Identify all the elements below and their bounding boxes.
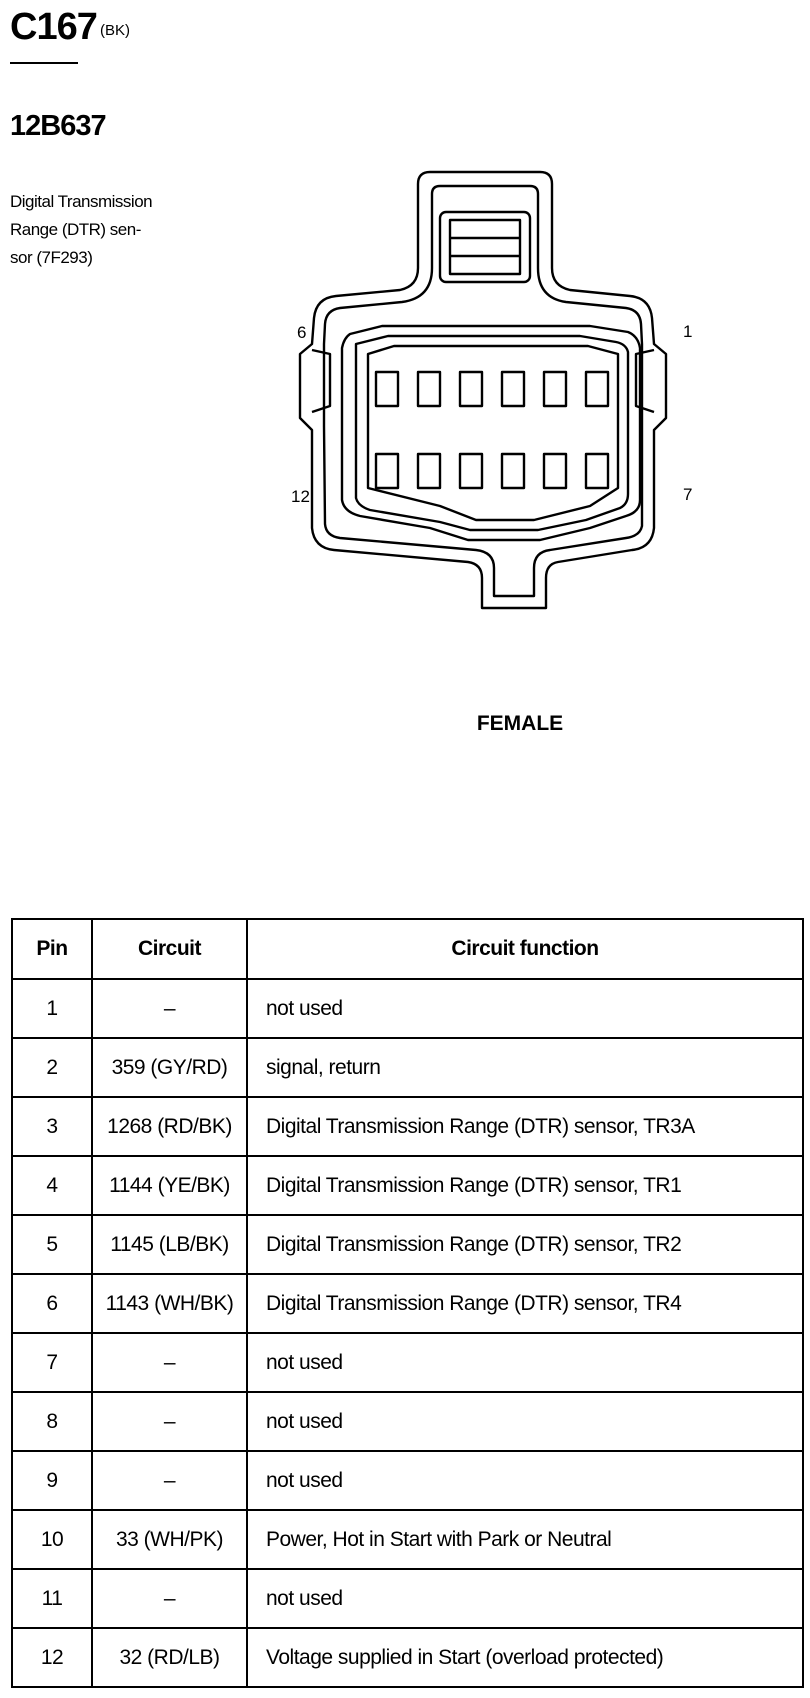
function-cell: signal, return xyxy=(246,1037,804,1098)
circuit-cell: – xyxy=(91,1568,248,1629)
table-row: 7–not used xyxy=(11,1332,804,1393)
inner-body-outer xyxy=(340,324,642,542)
pin-cavity xyxy=(458,452,484,490)
pin-label-7: 7 xyxy=(683,485,693,504)
circuit-cell: – xyxy=(91,1332,248,1393)
pin-label-6: 6 xyxy=(297,323,307,342)
function-cell: not used xyxy=(246,978,804,1039)
cavity-face xyxy=(366,344,620,522)
function-cell: Digital Transmission Range (DTR) sensor,… xyxy=(246,1214,804,1275)
circuit-cell: 1143 (WH/BK) xyxy=(91,1273,248,1334)
table-row: 9–not used xyxy=(11,1450,804,1511)
function-cell: Digital Transmission Range (DTR) sensor,… xyxy=(246,1096,804,1157)
pin-cell: 4 xyxy=(11,1155,93,1216)
description-line: Digital Transmission xyxy=(10,192,153,211)
column-header-function: Circuit function xyxy=(246,918,804,980)
connector-color-code: (BK) xyxy=(100,22,130,39)
circuit-cell: – xyxy=(91,978,248,1039)
component-description: Digital Transmission Range (DTR) sen- so… xyxy=(10,188,180,272)
description-line: sor (7F293) xyxy=(10,248,93,267)
pin-cell: 11 xyxy=(11,1568,93,1629)
table-row: 11–not used xyxy=(11,1568,804,1629)
description-line: Range (DTR) sen- xyxy=(10,220,141,239)
pin-cavity xyxy=(416,452,442,490)
pin-label-12: 12 xyxy=(291,487,310,506)
table-row: 8–not used xyxy=(11,1391,804,1452)
pin-cell: 10 xyxy=(11,1509,93,1570)
circuit-cell: 1144 (YE/BK) xyxy=(91,1155,248,1216)
table-header-row: Pin Circuit Circuit function xyxy=(11,918,804,980)
housing-outline xyxy=(298,170,668,610)
function-cell: not used xyxy=(246,1568,804,1629)
pin-cell: 7 xyxy=(11,1332,93,1393)
pin-cell: 1 xyxy=(11,978,93,1039)
pin-cavity xyxy=(500,370,526,408)
circuit-cell: 33 (WH/PK) xyxy=(91,1509,248,1570)
pin-cavity xyxy=(458,370,484,408)
connector-face-diagram xyxy=(298,170,668,610)
circuit-cell: 1145 (LB/BK) xyxy=(91,1214,248,1275)
function-cell: not used xyxy=(246,1332,804,1393)
pin-cell: 3 xyxy=(11,1096,93,1157)
pin-cavity xyxy=(584,452,610,490)
function-cell: Voltage supplied in Start (overload prot… xyxy=(246,1627,804,1688)
connector-id: C167 xyxy=(10,6,98,48)
latch-window xyxy=(448,218,522,276)
circuit-cell: 32 (RD/LB) xyxy=(91,1627,248,1688)
pin-cell: 8 xyxy=(11,1391,93,1452)
left-guide xyxy=(311,348,332,414)
function-cell: Power, Hot in Start with Park or Neutral xyxy=(246,1509,804,1570)
circuit-cell: 1268 (RD/BK) xyxy=(91,1096,248,1157)
gender-label: FEMALE xyxy=(476,712,564,735)
pin-cavity xyxy=(374,370,400,408)
right-guide xyxy=(634,348,655,414)
function-cell: not used xyxy=(246,1450,804,1511)
circuit-cell: – xyxy=(91,1391,248,1452)
circuit-cell: – xyxy=(91,1450,248,1511)
pin-cavity xyxy=(500,452,526,490)
part-number: 12B637 xyxy=(10,110,107,142)
pin-cavity xyxy=(584,370,610,408)
pin-cell: 12 xyxy=(11,1627,93,1688)
circuit-cell: 359 (GY/RD) xyxy=(91,1037,248,1098)
housing-inner-outline xyxy=(322,184,644,598)
column-header-pin: Pin xyxy=(11,918,93,980)
function-cell: Digital Transmission Range (DTR) sensor,… xyxy=(246,1155,804,1216)
pin-cell: 5 xyxy=(11,1214,93,1275)
table-row: 1–not used xyxy=(11,978,804,1039)
inner-body-mid xyxy=(354,334,630,532)
pin-cavity xyxy=(542,452,568,490)
pin-cavity xyxy=(542,370,568,408)
pin-cavity xyxy=(374,452,400,490)
pin-cell: 9 xyxy=(11,1450,93,1511)
function-cell: Digital Transmission Range (DTR) sensor,… xyxy=(246,1273,804,1334)
pin-cavity xyxy=(416,370,442,408)
pin-cell: 6 xyxy=(11,1273,93,1334)
pin-label-1: 1 xyxy=(683,322,693,341)
title-underline xyxy=(10,62,78,64)
column-header-circuit: Circuit xyxy=(91,918,248,980)
pin-cell: 2 xyxy=(11,1037,93,1098)
latch-outline xyxy=(438,210,532,284)
function-cell: not used xyxy=(246,1391,804,1452)
